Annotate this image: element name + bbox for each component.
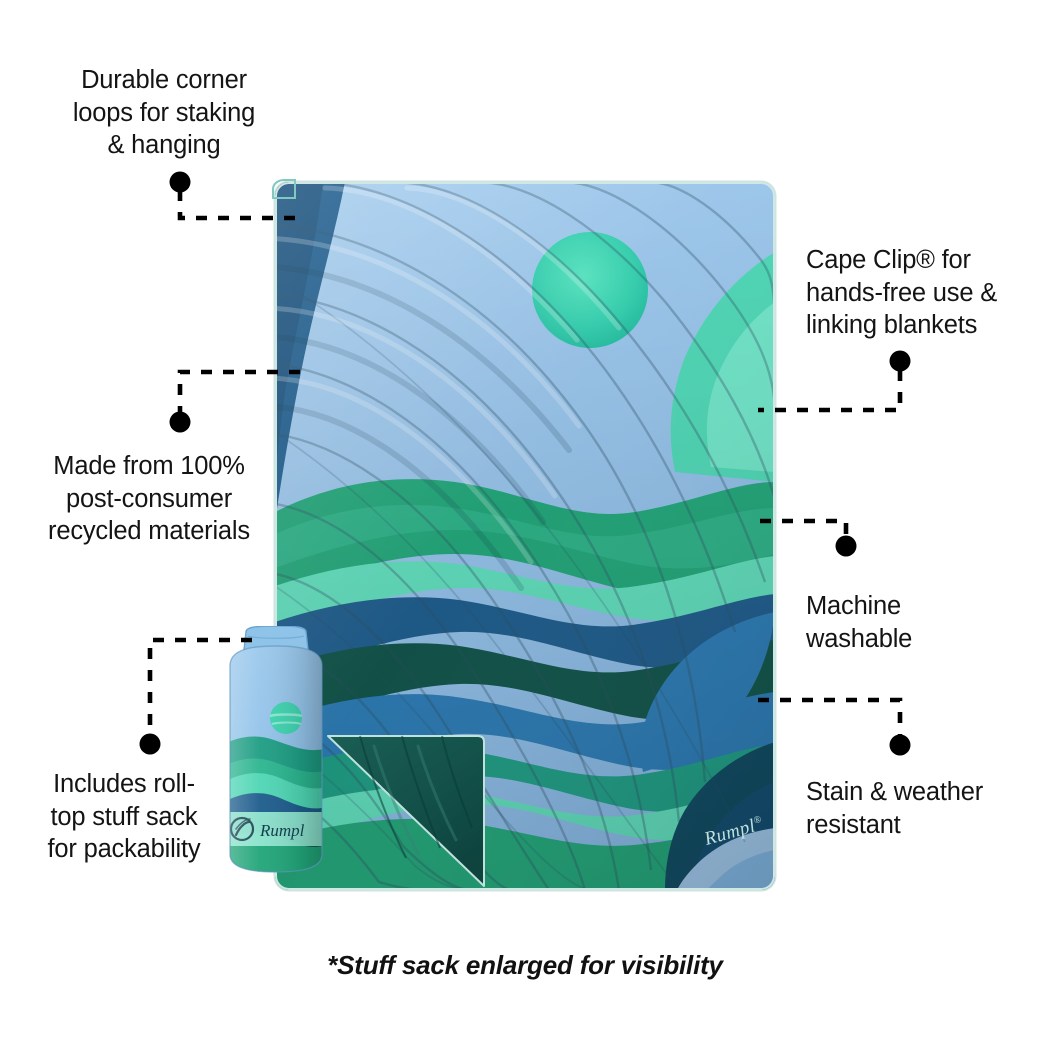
leader-dot-stain — [889, 734, 911, 756]
callout-stain-weather-resistant: Stain & weather resistant — [806, 778, 984, 839]
blanket-registered-icon: ® — [752, 813, 764, 827]
folded-corner-artwork — [327, 735, 485, 887]
footnote-stuff-sack-disclaimer: *Stuff sack enlarged for visibility — [327, 950, 723, 980]
blanket-product-image — [275, 182, 775, 890]
stuff-sack-artwork: Rumpl — [229, 625, 323, 873]
leader-dot-recycled — [169, 411, 191, 433]
leader-dot-machine — [835, 535, 857, 557]
leader-dot-corner-loops — [169, 171, 191, 193]
leader-stain-weather — [758, 697, 903, 737]
callout-machine-washable: Machine washable — [806, 592, 913, 653]
callout-stuff-sack: Includes roll- top stuff sack for packab… — [47, 770, 201, 864]
callout-durable-corner-loops: Durable corner loops for staking & hangi… — [72, 66, 256, 160]
callout-cape-clip: Cape Clip® for hands-free use & linking … — [806, 246, 998, 340]
corner-loop-icon — [272, 179, 296, 199]
blanket-artwork — [275, 182, 775, 890]
blanket-folded-corner — [318, 728, 486, 890]
leader-dot-stuff-sack — [139, 733, 161, 755]
stuff-sack-brand-text: Rumpl — [259, 821, 305, 840]
callout-recycled-materials: Made from 100% post-consumer recycled ma… — [48, 452, 250, 546]
leader-cape-clip — [758, 370, 903, 413]
stuff-sack-image: Rumpl — [224, 625, 328, 876]
leader-dot-cape-clip — [889, 350, 911, 372]
